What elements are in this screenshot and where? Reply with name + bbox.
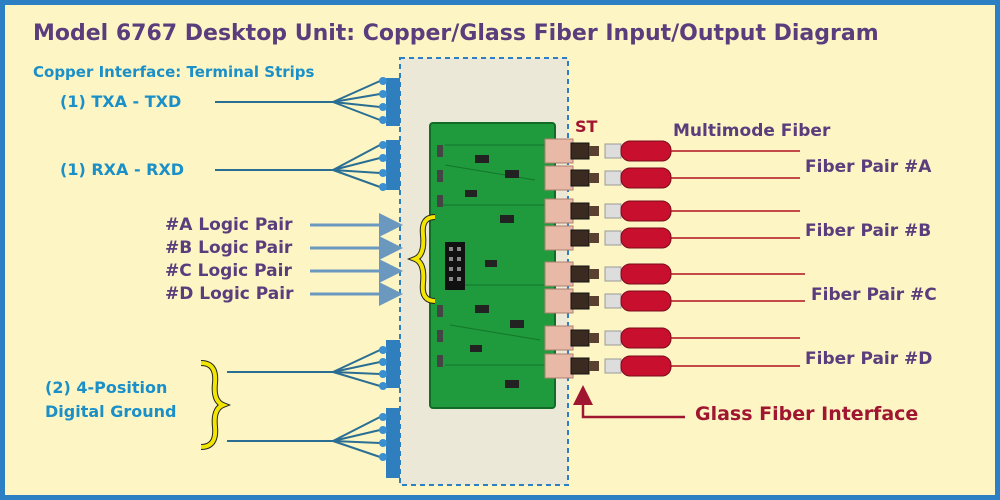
fiber-plug-body [620,355,672,377]
fiber-connectors [544,138,805,379]
logic-pair-b-label: #B Logic Pair [165,238,293,258]
logic-header-connector [445,242,465,290]
st-port-barrel [570,265,590,283]
fiber-plug-body [620,290,672,312]
rxa-label: (1) RXA - RXD [60,160,185,179]
copper-rxa-wires [215,144,381,188]
st-port-tip [589,233,599,243]
multimode-fiber-label: Multimode Fiber [673,121,831,141]
st-port-housing [544,261,574,287]
st-port-tip [589,269,599,279]
fiber-pair-b-label: Fiber Pair #B [805,221,932,241]
st-port-barrel [570,357,590,375]
st-port-tip [589,333,599,343]
fiber-plug-body [620,263,672,285]
fiber-plug-body [620,140,672,162]
fiber-plug-ferrule [604,358,622,374]
fiber-plug-ferrule [604,203,622,219]
st-port-tip [589,361,599,371]
fiber-pair-d-label: Fiber Pair #D [805,349,933,369]
ground-label-line1: (2) 4-Position [45,378,168,397]
st-port-tip [589,296,599,306]
st-port-tip [589,146,599,156]
st-port-housing [544,288,574,314]
glass-fiber-interface-label: Glass Fiber Interface [695,403,919,425]
fiber-plug-ferrule [604,293,622,309]
terminal-strips [386,78,400,478]
st-port-housing [544,353,574,379]
copper-interface-heading: Copper Interface: Terminal Strips [33,63,315,81]
fiber-plug-ferrule [604,230,622,246]
st-port-barrel [570,142,590,160]
st-port-tip [589,173,599,183]
ground-lower-wires [227,416,381,458]
fiber-plug-ferrule [604,266,622,282]
circuit-board [429,122,556,409]
st-port-barrel [570,169,590,187]
copper-txa-wires [215,80,381,121]
st-connector-label: ST [575,117,598,136]
logic-pair-arrows [310,213,403,306]
st-port-barrel [570,329,590,347]
st-port-housing [544,165,574,191]
st-port-barrel [570,202,590,220]
fiber-plug-body [620,200,672,222]
fiber-plug-ferrule [604,170,622,186]
fiber-plug-ferrule [604,143,622,159]
fiber-plug-ferrule [604,330,622,346]
st-port-tip [589,206,599,216]
st-port-barrel [570,229,590,247]
fiber-pair-c-label: Fiber Pair #C [811,285,937,305]
glass-fiber-arrow [573,385,685,419]
fiber-plug-body [620,227,672,249]
logic-pair-d-label: #D Logic Pair [165,284,294,304]
logic-pair-a-label: #A Logic Pair [165,215,293,235]
ground-label-line2: Digital Ground [45,402,177,421]
diagram-graphics [200,57,805,486]
st-port-barrel [570,292,590,310]
terminal-nubs [379,77,387,461]
ground-upper-wires [227,349,381,387]
st-port-housing [544,138,574,164]
logic-pair-c-label: #C Logic Pair [165,261,292,281]
st-port-housing [544,198,574,224]
st-port-housing [544,225,574,251]
fiber-plug-body [620,327,672,349]
st-port-housing [544,325,574,351]
txa-label: (1) TXA - TXD [60,92,182,111]
page-title: Model 6767 Desktop Unit: Copper/Glass Fi… [33,21,879,46]
fiber-pair-a-label: Fiber Pair #A [805,157,932,177]
fiber-plug-body [620,167,672,189]
